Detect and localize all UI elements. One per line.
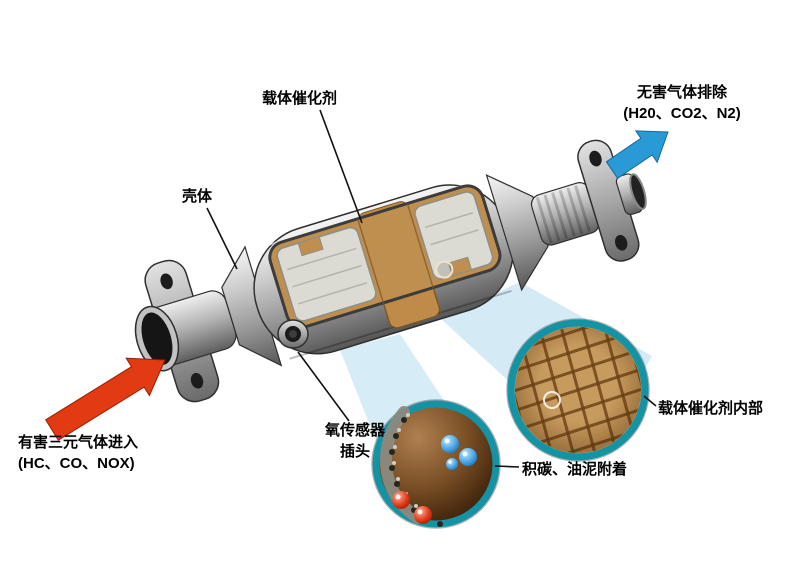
label-oxygen-sensor-plug: 插头 (339, 443, 370, 460)
label-harmless-gas: 无害气体排除 (H20、CO2、N2) (592, 82, 772, 124)
inlet-bolt-hole (160, 273, 173, 290)
inlet-gas-arrow (45, 357, 166, 441)
label-harmful-gas-formula: (HC、CO、NOX) (18, 455, 135, 472)
outlet-bolt-hole (615, 234, 628, 251)
inlet-opening (141, 312, 173, 365)
label-harmless-gas-title: 无害气体排除 (636, 84, 727, 101)
label-harmless-gas-formula: (H20、CO2、N2) (623, 105, 741, 122)
leader-shell (206, 207, 238, 270)
gas-molecule-blue (441, 435, 477, 470)
leader-carbon-sludge (494, 465, 520, 468)
honeycomb-cell-marker (543, 391, 561, 409)
outlet-stub (615, 173, 647, 216)
leader-carrier-catalyst (319, 109, 363, 224)
leader-carrier-inside (643, 395, 657, 407)
oxygen-sensor (277, 319, 309, 349)
label-oxygen-sensor-title: 氧传感器 (324, 422, 385, 439)
label-harmful-gas: 有害三元气体进入 (HC、CO、NOX) (18, 432, 138, 474)
converter-assembly (134, 139, 647, 403)
inlet-bolt-hole (190, 372, 204, 389)
label-carbon-sludge: 积碳、油泥附着 (522, 461, 628, 478)
inlet-cone (221, 245, 283, 367)
label-shell: 壳体 (182, 188, 213, 205)
catalyst-substrate-block (276, 226, 377, 322)
inlet-pipe (134, 290, 237, 372)
label-harmful-gas-title: 有害三元气体进入 (18, 434, 139, 451)
gas-molecule-red (392, 491, 432, 524)
sludge-band (380, 406, 424, 524)
sensor-port-ring (435, 260, 454, 279)
outlet-bolt-hole (589, 150, 602, 167)
honeycomb-inset (506, 318, 650, 462)
leader-oxygen-sensor (297, 351, 350, 422)
label-carrier-catalyst-inside: 载体催化剂内部 (658, 400, 764, 417)
label-oxygen-sensor: 氧传感器 插头 (312, 420, 398, 462)
catalyst-substrate-block (414, 191, 494, 280)
outlet-gas-arrow (605, 130, 669, 179)
label-carrier-catalyst: 载体催化剂 (262, 90, 338, 107)
carbon-deposit-inset (371, 399, 501, 529)
outlet-flex-pipe (530, 182, 600, 246)
